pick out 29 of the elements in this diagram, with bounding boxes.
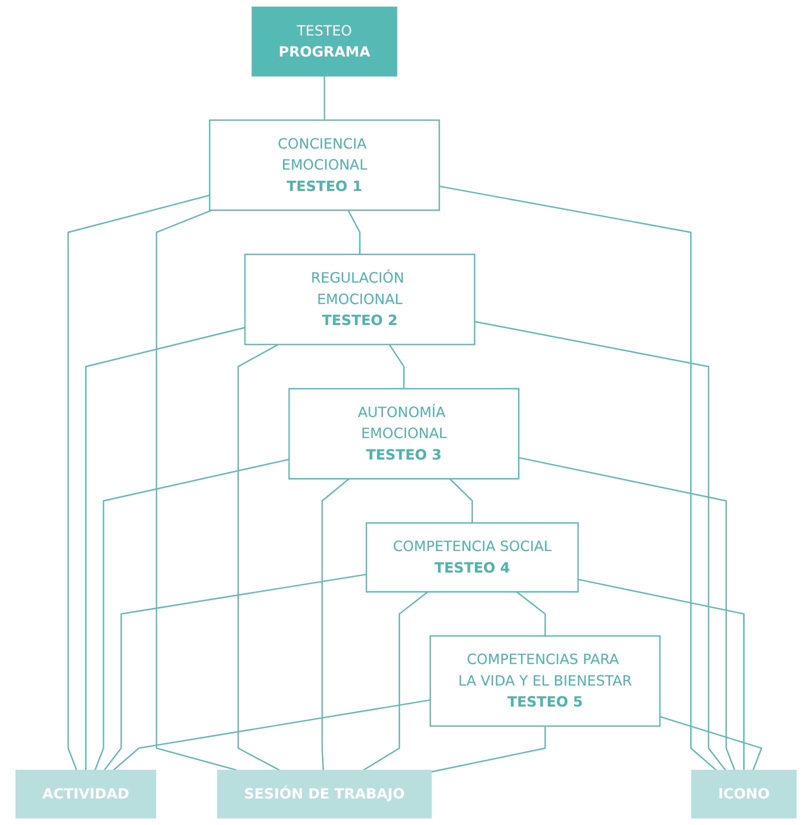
connector [324, 76, 326, 120]
connector [431, 726, 546, 772]
connector [516, 591, 546, 636]
connector [578, 578, 745, 770]
node-box: AUTONOMÍA EMOCIONAL TESTEO 3 [288, 388, 520, 480]
node-box: ICONO [691, 770, 797, 818]
connector [67, 194, 210, 770]
connector [112, 699, 430, 771]
node-box: CONCIENCIA EMOCIONAL TESTEO 1 [208, 119, 440, 211]
node-box: SESIÓN DE TRABAJO [217, 770, 432, 818]
connector [474, 320, 726, 771]
connector [348, 210, 360, 254]
connector [85, 326, 246, 770]
connector [156, 210, 238, 771]
connector [439, 186, 717, 771]
connector [322, 478, 350, 770]
node-box: COMPETENCIA SOCIAL TESTEO 4 [366, 522, 579, 592]
connector [388, 344, 405, 389]
connector [104, 574, 367, 771]
connector [363, 591, 428, 771]
node-box: COMPETENCIAS PARA LA VIDA Y EL BIENESTAR TESTEO 5 [430, 635, 661, 727]
connector [660, 716, 762, 770]
node-box: ACTIVIDAD [15, 770, 156, 818]
connector [449, 478, 473, 523]
connector [238, 344, 280, 771]
node-box: REGULACIÓN EMOCIONAL TESTEO 2 [244, 254, 476, 346]
connector [94, 458, 290, 770]
connector [518, 456, 736, 770]
node-box: TESTEO PROGRAMA [252, 6, 398, 76]
